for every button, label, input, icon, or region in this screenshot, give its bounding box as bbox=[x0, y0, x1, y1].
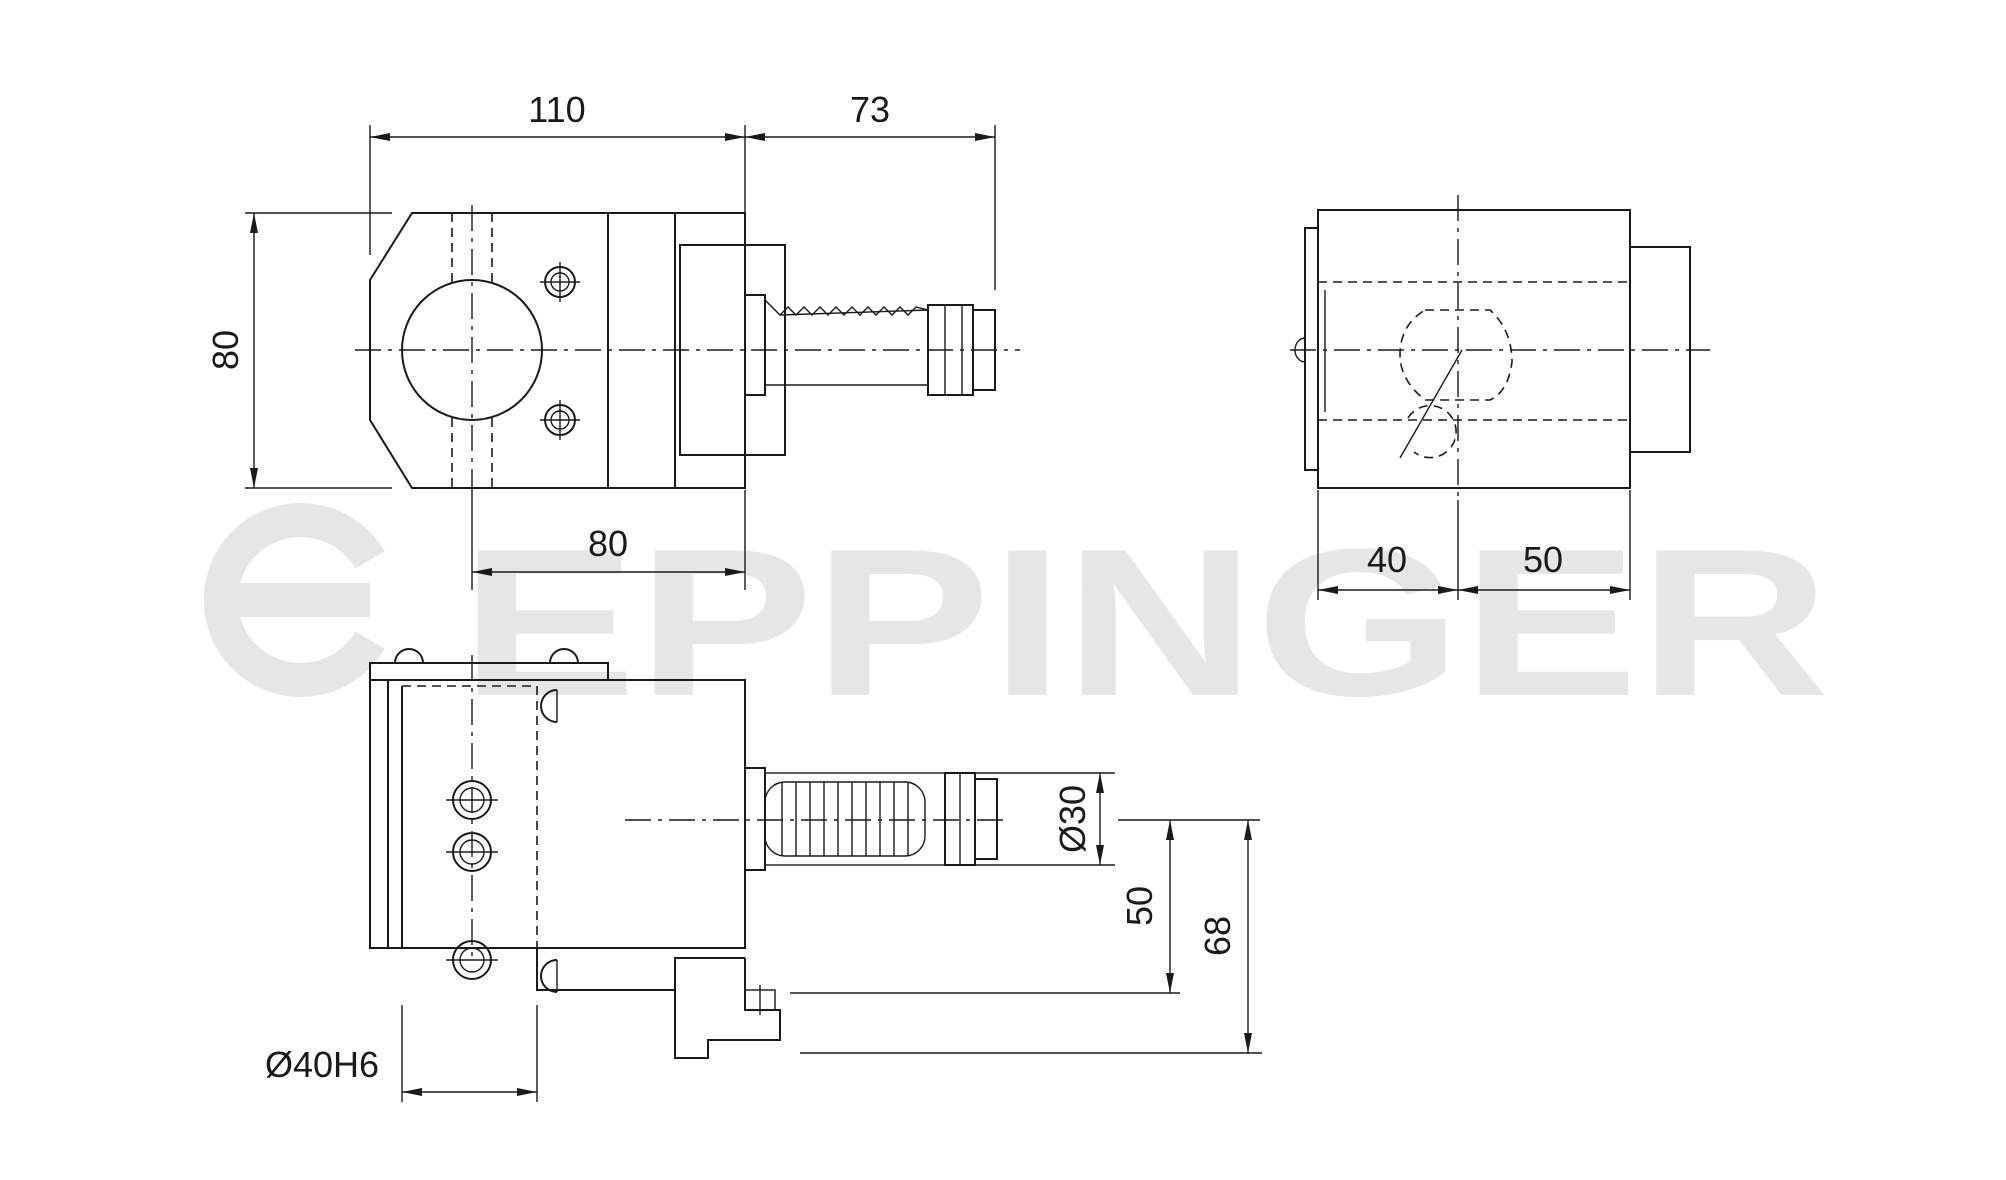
dim-dia40h6-label: Ø40H6 bbox=[265, 1044, 379, 1085]
screw-icon bbox=[446, 832, 498, 872]
dim-80-height-label: 80 bbox=[205, 330, 246, 370]
screw-icon bbox=[446, 780, 498, 820]
front-view bbox=[355, 205, 1020, 496]
side-view-dimensions: 40 50 bbox=[1317, 490, 1631, 600]
screw-icon bbox=[540, 262, 580, 302]
dim-80-bottom-label: 80 bbox=[588, 523, 628, 564]
dim-dia30-label: Ø30 bbox=[1052, 785, 1093, 853]
screw-icon bbox=[446, 940, 498, 980]
screw-icon bbox=[540, 400, 580, 440]
watermark-logo-icon bbox=[203, 503, 385, 697]
dim-110-label: 110 bbox=[528, 89, 585, 130]
watermark: EPPINGER bbox=[203, 503, 1830, 740]
front-view-dimensions: 110 73 80 80 bbox=[205, 89, 996, 590]
side-view bbox=[1290, 195, 1710, 500]
dim-50-side-label: 50 bbox=[1523, 539, 1563, 580]
dim-73-label: 73 bbox=[850, 89, 890, 130]
watermark-text: EPPINGER bbox=[460, 505, 1830, 740]
top-view-dimensions: Ø30 50 68 Ø40H6 bbox=[265, 772, 1262, 1102]
dim-50-vert-label: 50 bbox=[1119, 886, 1160, 926]
dim-40-label: 40 bbox=[1367, 539, 1407, 580]
top-view bbox=[369, 648, 1010, 1059]
dim-68-label: 68 bbox=[1197, 916, 1238, 956]
